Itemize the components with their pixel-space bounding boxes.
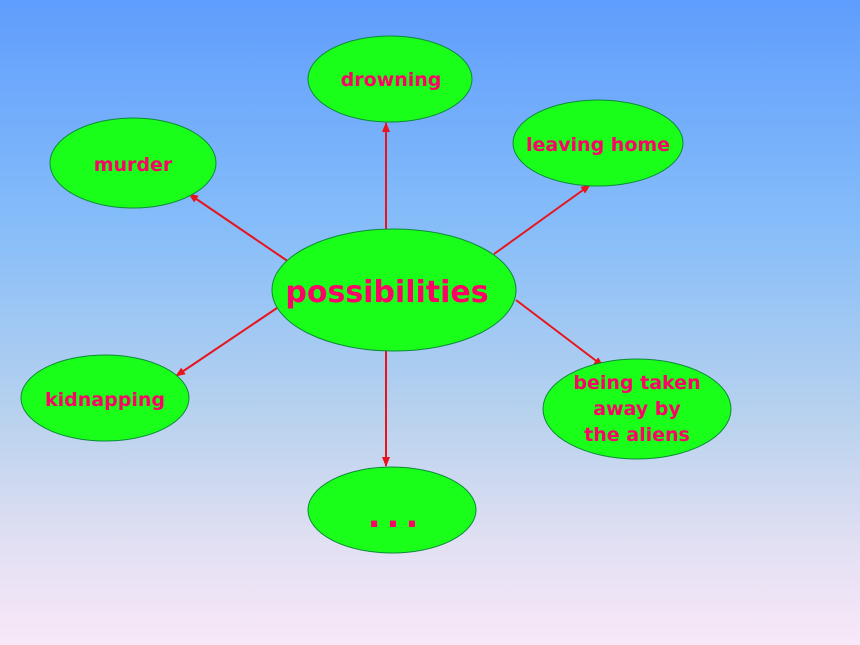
- node-aliens-label-line-2: away by: [593, 398, 681, 420]
- node-murder-label: murder: [94, 154, 173, 176]
- node-more-label: ...: [368, 496, 425, 536]
- arrow-to-leaving-home: [493, 184, 591, 255]
- node-drowning: drowning: [307, 35, 473, 123]
- node-leaving-home: leaving home: [512, 99, 684, 187]
- node-more: ...: [307, 466, 477, 554]
- node-center: possibilities: [271, 228, 517, 352]
- arrow-to-murder: [188, 193, 290, 263]
- node-aliens-label-line-3: the aliens: [584, 424, 690, 446]
- connectors: [175, 122, 604, 467]
- node-center-label: possibilities: [285, 275, 488, 310]
- arrow-to-kidnapping: [175, 307, 278, 377]
- node-aliens: being taken away by the aliens: [542, 358, 732, 460]
- node-drowning-label: drowning: [341, 69, 442, 91]
- node-leaving-home-label: leaving home: [526, 134, 670, 156]
- arrow-to-aliens: [515, 299, 604, 367]
- node-murder: murder: [49, 117, 217, 209]
- node-kidnapping-label: kidnapping: [45, 389, 165, 411]
- node-kidnapping: kidnapping: [20, 354, 190, 442]
- node-aliens-label-line-1: being taken: [573, 372, 700, 394]
